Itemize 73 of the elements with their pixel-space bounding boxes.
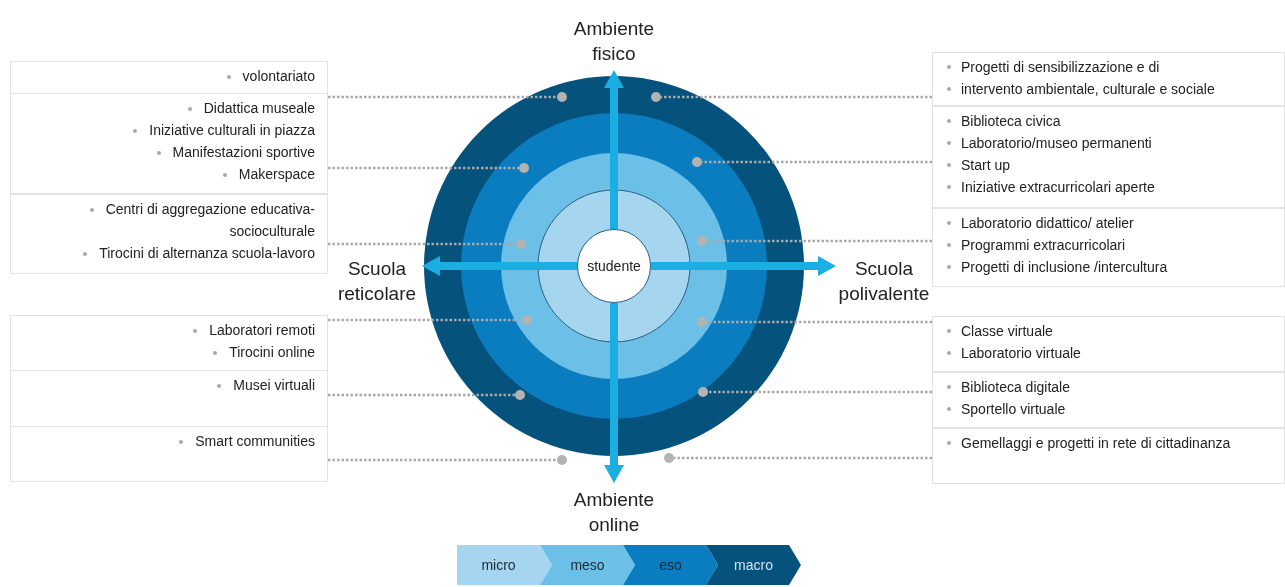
leader-line — [707, 239, 932, 243]
list-box — [932, 316, 1285, 372]
list-item: Didattica museale — [203, 100, 315, 116]
leader-line — [328, 166, 519, 170]
list-box — [10, 194, 328, 274]
list-item: Tirocini di alternanza scuola-lavoro — [99, 245, 315, 261]
list-box — [932, 428, 1285, 484]
list-item: Biblioteca civica — [961, 113, 1061, 129]
list-item: Start up — [961, 157, 1011, 173]
list-box — [10, 370, 328, 427]
leader-dot — [664, 453, 674, 463]
leader-line — [328, 458, 557, 462]
list-item: Makerspace — [238, 166, 315, 182]
leader-dot — [557, 92, 567, 102]
arrow — [422, 256, 577, 276]
list-item: Sportello virtuale — [961, 401, 1066, 417]
list-box — [932, 106, 1285, 208]
axis-label: Scuola reticolare — [332, 250, 422, 312]
list-item: Iniziative extracurricolari aperte — [961, 179, 1155, 195]
legend-label: eso — [658, 556, 683, 575]
list-box — [10, 61, 328, 94]
legend-label: meso — [569, 556, 606, 575]
leader-dot — [692, 157, 702, 167]
leader-dot — [516, 239, 526, 249]
leader-dot — [522, 315, 532, 325]
list-box — [10, 426, 328, 482]
list-item: Laboratorio didattico/ atelier — [961, 215, 1134, 231]
leader-line — [328, 242, 516, 246]
leader-line — [328, 318, 522, 322]
list-item: Classe virtuale — [961, 323, 1053, 339]
arrow — [651, 256, 836, 276]
leader-line — [328, 95, 557, 99]
list-item: Laboratorio virtuale — [961, 345, 1081, 361]
leader-line — [661, 95, 932, 99]
leader-line — [708, 390, 932, 394]
list-item: Manifestazioni sportive — [172, 144, 315, 160]
list-item: Laboratori remoti — [209, 322, 315, 338]
leader-line — [328, 393, 515, 397]
leader-dot — [519, 163, 529, 173]
list-item: Musei virtuali — [233, 377, 315, 393]
list-box — [932, 208, 1285, 287]
axis-label: Scuola polivalente — [836, 250, 932, 312]
arrow — [604, 303, 624, 483]
axis-label: Ambiente fisico — [555, 12, 673, 70]
list-box — [10, 315, 328, 371]
leader-line — [674, 456, 932, 460]
list-box — [932, 372, 1285, 428]
leader-dot — [515, 390, 525, 400]
list-box — [932, 52, 1285, 106]
list-item: Smart communities — [195, 433, 315, 449]
list-item: Programmi extracurricolari — [961, 237, 1126, 253]
leader-dot — [651, 92, 661, 102]
list-item: Gemellaggi e progetti in rete di cittadinanza — [961, 435, 1231, 451]
list-box — [10, 93, 328, 194]
leader-line — [702, 160, 932, 164]
list-item: intervento ambientale, culturale e sociale — [961, 81, 1215, 97]
leader-dot — [698, 387, 708, 397]
list-item: Iniziative culturali in piazza — [149, 122, 315, 138]
legend-label: micro — [480, 556, 517, 575]
leader-dot — [557, 455, 567, 465]
arrow — [604, 70, 624, 229]
list-item: Progetti di inclusione /intercultura — [961, 259, 1168, 275]
list-item: volontariato — [242, 68, 315, 84]
list-item: Progetti di sensibilizzazione e di — [961, 59, 1160, 75]
list-item: Centri di aggregazione educativa-socioculturale — [105, 201, 315, 239]
list-item: Biblioteca digitale — [961, 379, 1070, 395]
legend-label: macro — [733, 556, 774, 575]
leader-dot — [697, 317, 707, 327]
list-item: Tirocini online — [229, 344, 315, 360]
list-item: Laboratorio/museo permanenti — [961, 135, 1152, 151]
leader-line — [707, 320, 932, 324]
axis-label: Ambiente online — [555, 483, 673, 541]
leader-dot — [697, 236, 707, 246]
